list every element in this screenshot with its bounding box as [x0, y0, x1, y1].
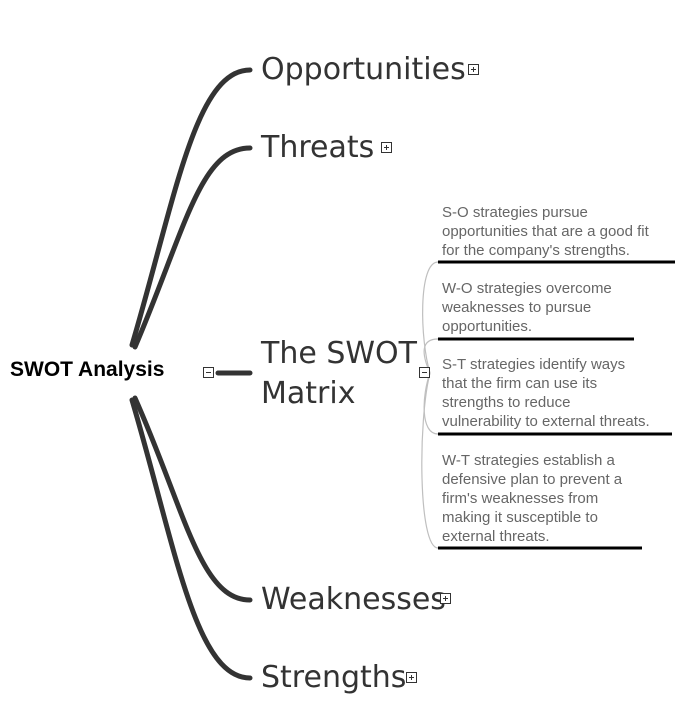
connector-strengths — [129, 397, 253, 681]
strategy-line: weaknesses to pursue — [442, 299, 592, 316]
branch-weaknesses[interactable]: Weaknesses — [261, 582, 446, 617]
sub-connector-st — [423, 372, 439, 435]
connector-opportunities — [129, 67, 253, 348]
strategy-line: opportunities. — [442, 318, 533, 335]
strategy-line: strengths to reduce — [442, 394, 571, 411]
collapse-icon[interactable] — [203, 367, 214, 378]
strategy-st[interactable]: S-T strategies identify ways that the fi… — [442, 355, 650, 431]
connector-threats — [132, 145, 253, 350]
branch-threats[interactable]: Threats — [261, 130, 375, 165]
branch-strengths[interactable]: Strengths — [261, 660, 407, 695]
connector-weaknesses — [132, 395, 253, 603]
strategy-wo[interactable]: W-O strategies overcome weaknesses to pu… — [442, 279, 612, 336]
branch-opportunities[interactable]: Opportunities — [261, 52, 466, 87]
strategy-line: making it susceptible to — [442, 509, 598, 526]
strategy-line: defensive plan to prevent a — [442, 471, 623, 488]
strategy-wt[interactable]: W-T strategies establish a defensive pla… — [442, 451, 622, 546]
strategy-line: vulnerability to external threats. — [442, 413, 650, 430]
strategy-line: W-O strategies overcome — [442, 280, 612, 297]
branch-swot-matrix-line1[interactable]: The SWOT — [261, 336, 417, 371]
strategy-so[interactable]: S-O strategies pursue opportunities that… — [442, 203, 649, 260]
expand-icon[interactable] — [468, 64, 479, 75]
strategy-line: firm's weaknesses from — [442, 490, 599, 507]
expand-icon[interactable] — [406, 672, 417, 683]
strategy-line: S-T strategies identify ways — [442, 356, 626, 373]
root-node-label[interactable]: SWOT Analysis — [10, 358, 165, 381]
branch-swot-matrix-line2[interactable]: Matrix — [261, 376, 356, 411]
strategy-line: for the company's strengths. — [442, 242, 630, 259]
strategy-line: S-O strategies pursue — [442, 204, 588, 221]
strategy-line: opportunities that are a good fit — [442, 223, 649, 240]
expand-icon[interactable] — [440, 593, 451, 604]
strategy-line: W-T strategies establish a — [442, 452, 615, 469]
strategy-line: that the firm can use its — [442, 375, 598, 392]
strategy-line: external threats. — [442, 528, 550, 545]
expand-icon[interactable] — [381, 142, 392, 153]
sub-connector-so — [422, 261, 439, 374]
sub-connector-wt — [421, 372, 439, 549]
collapse-icon[interactable] — [419, 367, 430, 378]
